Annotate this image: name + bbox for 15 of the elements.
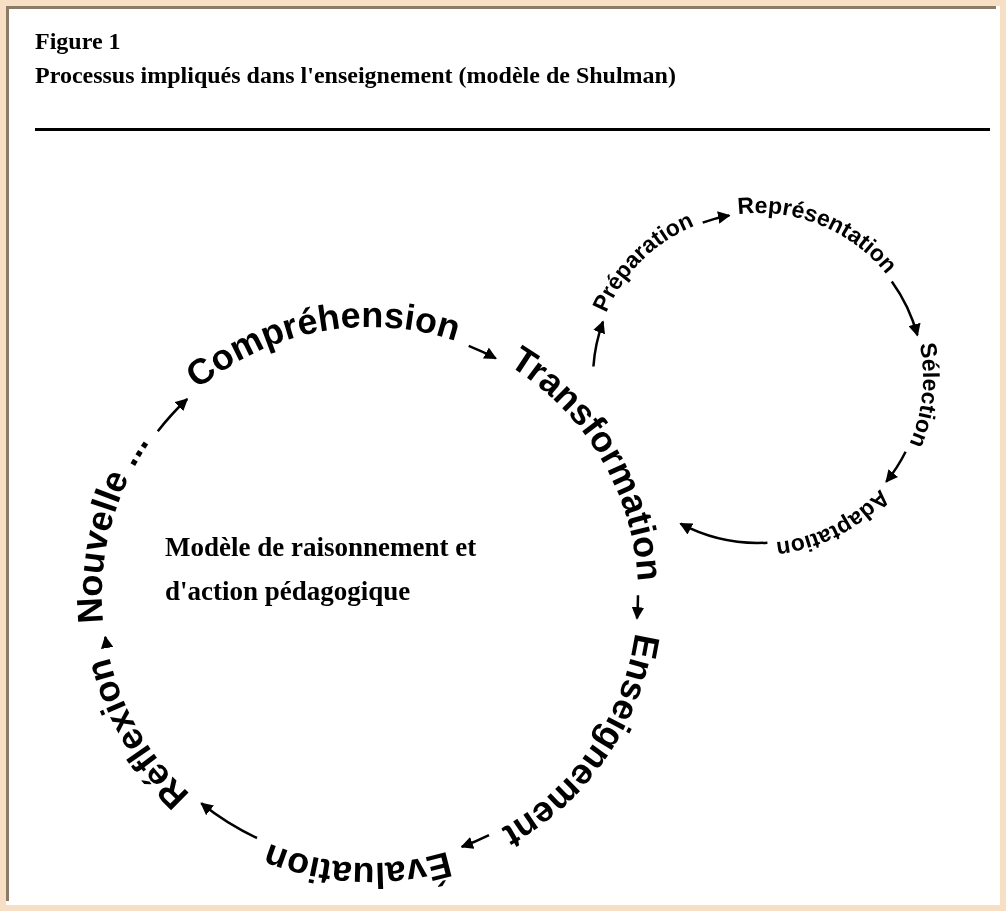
figure-title: Processus impliqués dans l'enseignement (modèle de Shulman) xyxy=(35,62,676,89)
arrow xyxy=(679,522,768,544)
curved-step-text: Évaluation xyxy=(258,836,456,897)
arrow xyxy=(460,833,490,849)
arrow xyxy=(468,344,497,360)
arrow xyxy=(101,635,114,650)
arrow xyxy=(885,451,907,483)
figure-number: Figure 1 xyxy=(35,28,121,55)
arrow xyxy=(890,280,920,337)
arrow xyxy=(702,211,731,224)
arrow xyxy=(156,398,189,433)
center-caption: Modèle de raisonnement et d'action pédagogique xyxy=(165,531,478,608)
arrow xyxy=(592,320,606,367)
arrow xyxy=(631,595,645,620)
arrow xyxy=(200,802,258,840)
